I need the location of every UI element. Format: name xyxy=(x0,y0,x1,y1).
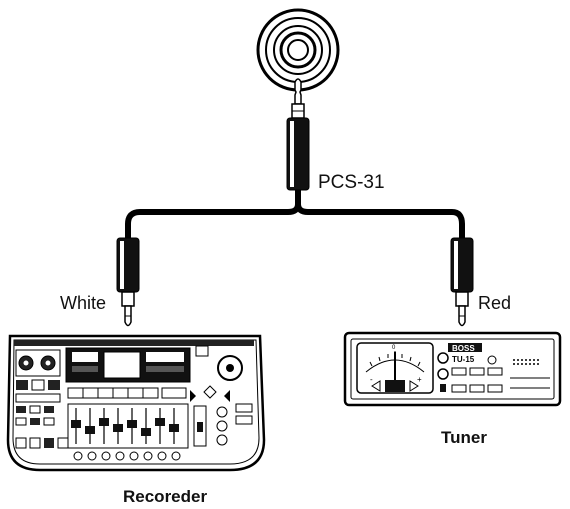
tuner-model: TU-15 xyxy=(452,355,475,364)
tuner-brand: BOSS xyxy=(452,344,475,353)
recorder-device xyxy=(6,334,266,472)
tuner-flat-mark: - xyxy=(370,375,373,384)
stereo-plug-top xyxy=(286,78,310,191)
tuner-meter: - 0 + xyxy=(356,342,434,394)
red-plug-label: Red xyxy=(478,293,512,313)
y-cable xyxy=(125,190,465,238)
tuner-center-mark: 0 xyxy=(392,345,396,351)
white-plug-label: White xyxy=(60,293,107,313)
cable-label: PCS-31 xyxy=(318,172,385,193)
mono-plug-left xyxy=(116,237,140,327)
mono-plug-right xyxy=(450,237,474,327)
tuner-label: Tuner xyxy=(441,428,487,447)
tuner-sharp-mark: + xyxy=(417,375,422,384)
recorder-label: Recoreder xyxy=(123,487,208,506)
stereo-jack-socket xyxy=(256,8,340,92)
tuner-device: - 0 + BOSS TU-15 xyxy=(343,331,562,407)
